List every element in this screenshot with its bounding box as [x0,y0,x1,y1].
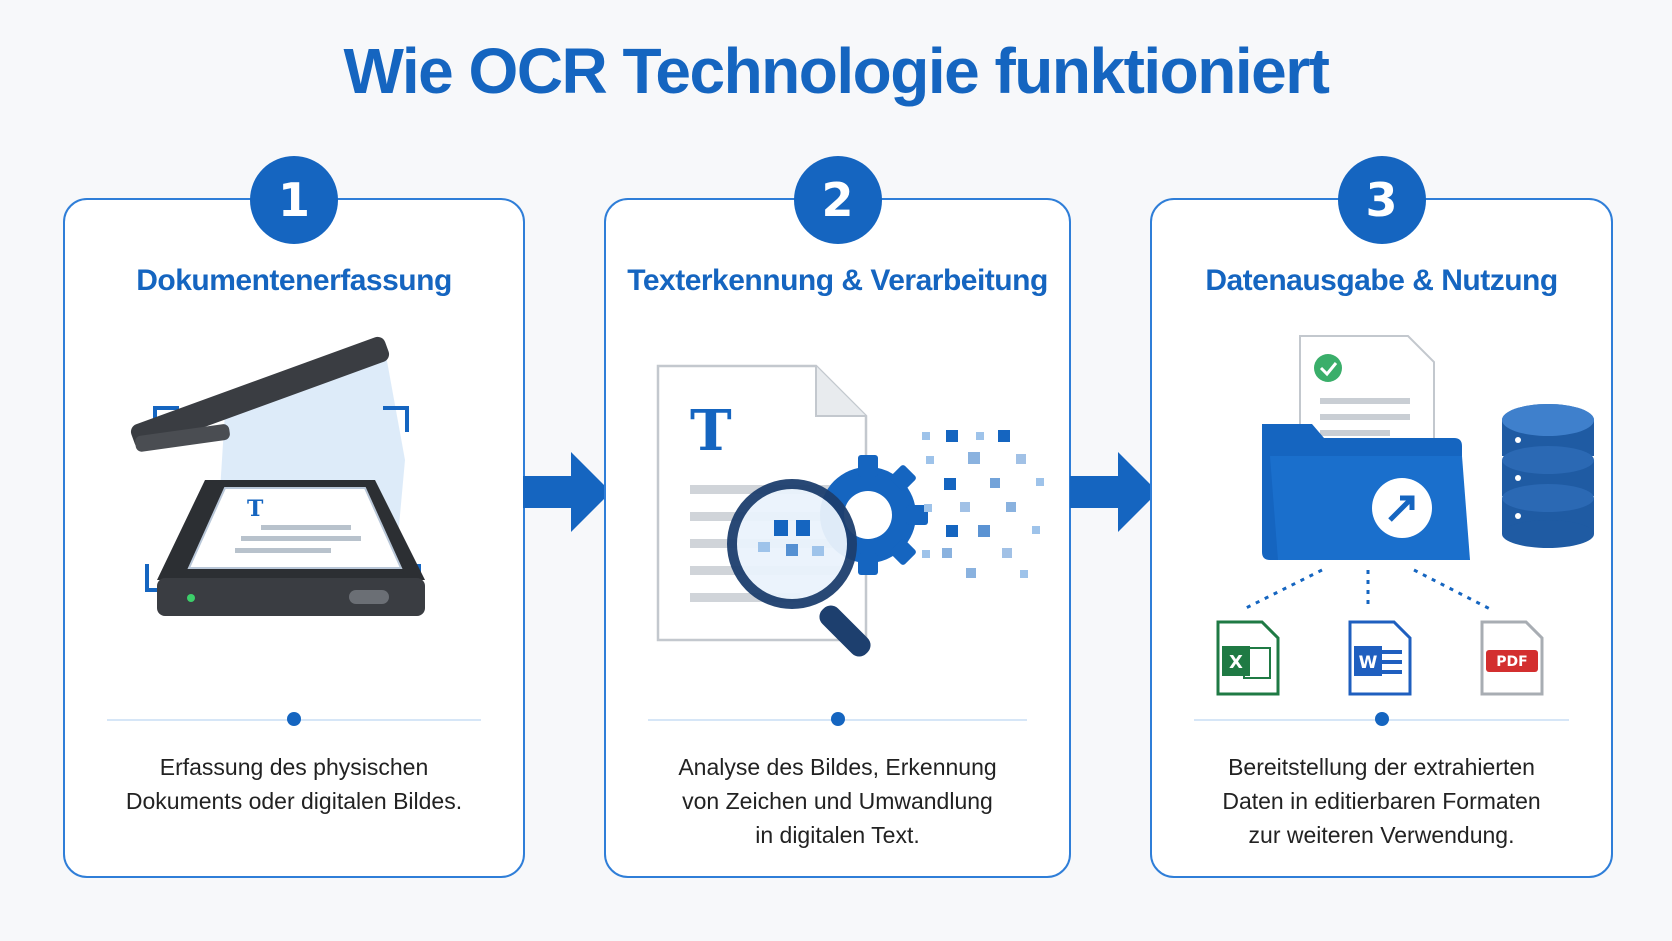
arrow-right-icon [523,452,611,532]
step-number-badge: 1 [250,156,338,244]
step-title: Texterkennung & Verarbeitung [627,264,1048,297]
step-description: Bereitstellung der extrahierten Daten in… [1222,754,1541,848]
folder-export-icon: X W PDF [1152,320,1611,910]
svg-text:PDF: PDF [1496,654,1527,670]
svg-text:T: T [247,496,264,522]
step-title: Datenausgabe & Nutzung [1205,264,1558,297]
word-file-icon: W [1348,620,1412,696]
divider-dot [1374,712,1389,726]
step-card-1: 1 Dokumentenerfassung T [63,156,525,878]
step-description: Analyse des Bildes, Erkennung von Zeiche… [678,754,997,848]
step-number-badge: 2 [793,156,882,244]
divider-dot [287,712,301,726]
svg-text:W: W [1359,653,1378,673]
step-number-badge: 3 [1337,156,1426,244]
magnifier-document-icon: T [606,320,1069,910]
scanner-icon: T [65,320,523,910]
step-title: Dokumentenerfassung [136,264,452,297]
page-title: Wie OCR Technologie funktioniert [343,35,1330,107]
step-card-3: 3 Datenausgabe & Nutzung [1150,156,1613,878]
step-card-2: 2 Texterkennung & Verarbeitung T [604,156,1071,878]
svg-text:T: T [690,398,732,464]
divider-dot [830,712,845,726]
excel-file-icon: X [1216,620,1280,696]
step-description: Erfassung des physischen Dokuments oder … [125,754,463,814]
pdf-file-icon: PDF [1480,620,1544,696]
arrow-right-icon [1070,452,1158,532]
svg-text:X: X [1229,652,1243,673]
